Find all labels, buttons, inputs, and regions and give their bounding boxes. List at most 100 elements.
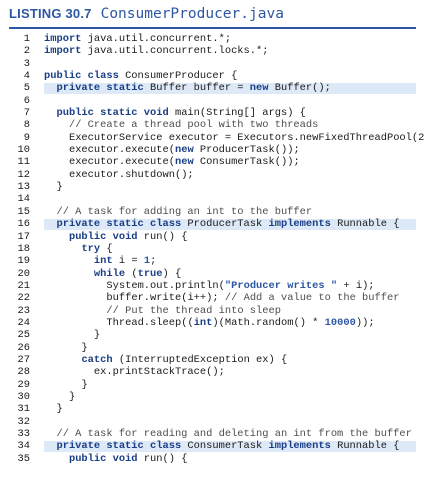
code-token: new [249,82,269,95]
line-number: 24 [17,316,30,329]
code-token: main(String[] args) { [168,107,306,120]
code-line: 25} [0,329,416,341]
code-line: 6 [0,95,416,107]
code-line: 1 import java.util.concurrent.*; [0,33,416,45]
code-token: } [81,378,88,391]
code-token: + i); [337,279,375,292]
code-token: 10000 [324,316,356,329]
line-number: 17 [17,230,30,243]
code-token: ProducerTask [181,218,269,231]
code-token: ; [150,255,157,268]
code-token: (InterruptedException ex) { [112,353,288,366]
code-text: public static void main(String[] args) { [44,107,306,120]
code-token: executor.execute( [68,156,175,169]
header-divider [9,27,416,29]
code-text: while (true) { [44,268,181,280]
code-text: public void run() { [44,453,187,465]
code-text: int i = 1; [44,255,156,267]
code-token: ) { [162,267,182,280]
code-line: 33 // A task for reading and deleting an … [0,428,416,440]
line-number: 13 [17,181,30,194]
code-token: java.util.concurrent.*; [81,33,232,45]
highlight-bar [44,218,416,230]
code-line: 17 public void run() { [0,231,416,243]
line-number: 26 [17,341,30,354]
code-text: private static class ConsumerTask implem… [44,440,399,452]
code-line: 13} [0,181,416,193]
code-token: private static [56,82,144,95]
code-token: public class [44,70,119,83]
code-line: 30} [0,391,416,403]
code-line: 23 // Put the thread into sleep [0,305,416,317]
code-token: public void [68,230,138,243]
code-token: implements [268,440,331,453]
code-token: int [93,255,113,268]
code-token: { [100,242,113,255]
code-token: i = [112,255,144,268]
code-token: } [68,390,76,403]
code-token: } [56,403,63,416]
line-number: 18 [17,242,30,255]
code-token: Buffer(); [268,82,331,95]
line-number: 21 [17,279,30,292]
code-token: // Put the thread into sleep [106,304,281,317]
line-number: 33 [17,428,30,440]
line-number: 28 [17,366,30,379]
code-token: )(Math.random() * [212,316,325,329]
line-number: 34 [17,440,30,453]
code-text: // A task for adding an int to the buffe… [44,206,312,218]
highlight-bar [44,440,416,453]
code-token: )); [355,316,375,329]
code-line: 26} [0,342,416,354]
code-text: private static Buffer buffer = new Buffe… [44,82,331,95]
code-token: run() { [137,230,188,243]
code-token: private static class [56,218,182,231]
line-number: 8 [23,119,30,132]
code-token: ExecutorService executor = Executors.new… [68,131,424,144]
code-line: 14 [0,193,416,205]
code-text: ExecutorService executor = Executors.new… [44,132,424,144]
code-text: private static class ProducerTask implem… [44,218,399,230]
line-number: 31 [17,403,30,416]
code-line: 20 while (true) { [0,268,416,280]
code-token: public void [68,452,138,465]
line-number: 11 [17,156,30,169]
code-line: 34 private static class ConsumerTask impl… [0,440,416,452]
line-number: 23 [17,304,30,317]
code-text: } [44,403,63,416]
code-token: Buffer buffer = [143,82,250,95]
line-number: 20 [17,267,30,280]
line-number: 14 [17,193,30,206]
code-token: private static class [56,440,182,453]
listing-header: LISTING 30.7 ConsumerProducer.java [9,3,284,25]
code-text: public class ConsumerProducer { [44,70,237,82]
line-number: 12 [17,168,30,181]
listing-title: ConsumerProducer.java [100,6,284,22]
code-text: executor.execute(new ConsumerTask()); [44,156,300,168]
code-token: ProducerTask()); [193,144,300,157]
code-token: implements [268,218,331,231]
line-number: 30 [17,390,30,403]
code-text: try { [44,242,113,255]
code-text: // A task for reading and deleting an in… [44,428,412,440]
code-text: executor.execute(new ProducerTask()); [44,144,300,156]
code-token: buffer.write(i++); [106,292,225,305]
code-token: ex.printStackTrace(); [93,366,225,379]
line-number: 35 [17,452,30,465]
code-line: 18 try { [0,243,416,255]
code-token: } [56,181,63,194]
line-number: 25 [17,329,30,342]
code-token: import [44,33,82,45]
line-number: 1 [23,33,30,45]
line-number: 3 [23,57,30,70]
code-token: // A task for reading and deleting an in… [56,428,412,440]
code-token: ConsumerProducer { [118,70,238,83]
